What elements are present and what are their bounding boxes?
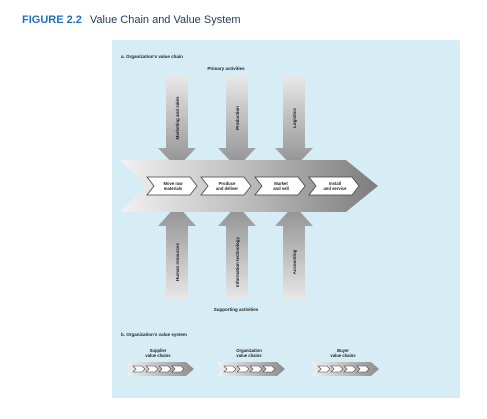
primary-arrow-production: Production: [218, 76, 256, 168]
chain-step-1-line1: Move raw: [163, 181, 183, 186]
mini-chain-step: [132, 365, 146, 373]
mini-chain-step: [356, 365, 370, 373]
value-system-heading: b. Organization's value system: [121, 332, 187, 337]
chain-step-1-line2: materials: [164, 186, 183, 191]
buyer-line2: value chains: [330, 353, 356, 358]
figure-title: FIGURE 2.2 Value Chain and Value System: [22, 14, 241, 26]
support-arrow-accounting: Accounting: [275, 205, 313, 300]
support-arrow-hr: Human resources: [158, 205, 196, 300]
support-label-it: Information technology: [235, 237, 240, 287]
chain-step-2: Produce and deliver: [200, 176, 252, 196]
mini-chain-step: [223, 365, 237, 373]
chain-step-2-line2: and deliver: [216, 186, 238, 191]
mini-chain-band: [217, 362, 285, 376]
buyer-mini-chain: [311, 362, 379, 376]
support-arrow-it: Information technology: [218, 205, 256, 300]
support-label-hr: Human resources: [175, 242, 180, 281]
supplier-line1: Supplier: [150, 348, 167, 353]
primary-label-production: Production: [235, 106, 240, 130]
mini-chain-step: [236, 365, 250, 373]
chain-step-4: Install and service: [308, 176, 360, 196]
mini-chain-step: [171, 365, 185, 373]
chain-step-4-line1: Install: [329, 181, 341, 186]
mini-chain-step: [249, 365, 263, 373]
buyer-line1: Buyer: [337, 348, 349, 353]
mini-chain-band: [126, 362, 194, 376]
supporting-activities-label: Supporting activities: [214, 307, 259, 312]
value-system-organization: Organization value chains: [217, 348, 285, 376]
supplier-line2: value chains: [145, 353, 171, 358]
mini-chain-step: [330, 365, 344, 373]
value-system-buyer: Buyer value chains: [311, 348, 379, 376]
organization-mini-chain: [217, 362, 285, 376]
primary-label-logistics: Logistics: [292, 108, 297, 128]
support-label-accounting: Accounting: [292, 249, 297, 274]
chain-step-3-line1: Market: [274, 181, 288, 186]
chain-step-3-line2: and sell: [273, 186, 289, 191]
chain-step-3: Market and sell: [254, 176, 306, 196]
organization-line1: Organization: [236, 348, 262, 353]
mini-chain-step: [343, 365, 357, 373]
chain-step-1: Move raw materials: [146, 176, 198, 196]
figure-caption: Value Chain and Value System: [89, 14, 241, 26]
primary-label-marketing: Marketing and sales: [175, 96, 180, 140]
primary-activities-label: Primary activities: [207, 66, 245, 71]
mini-chain-step: [158, 365, 172, 373]
supplier-mini-chain: [126, 362, 194, 376]
chain-step-4-line2: and service: [323, 186, 347, 191]
mini-chain-step: [145, 365, 159, 373]
chain-step-2-line1: Produce: [219, 181, 236, 186]
primary-arrow-logistics: Logistics: [275, 76, 313, 168]
mini-chain-step: [262, 365, 276, 373]
mini-chain-step: [317, 365, 331, 373]
figure-number: FIGURE 2.2: [22, 14, 82, 26]
value-system-supplier: Supplier value chains: [126, 348, 194, 376]
mini-chain-band: [311, 362, 379, 376]
value-chain-heading: a. Organization's value chain: [121, 54, 183, 59]
organization-line2: value chains: [236, 353, 262, 358]
primary-arrow-marketing: Marketing and sales: [158, 76, 196, 168]
